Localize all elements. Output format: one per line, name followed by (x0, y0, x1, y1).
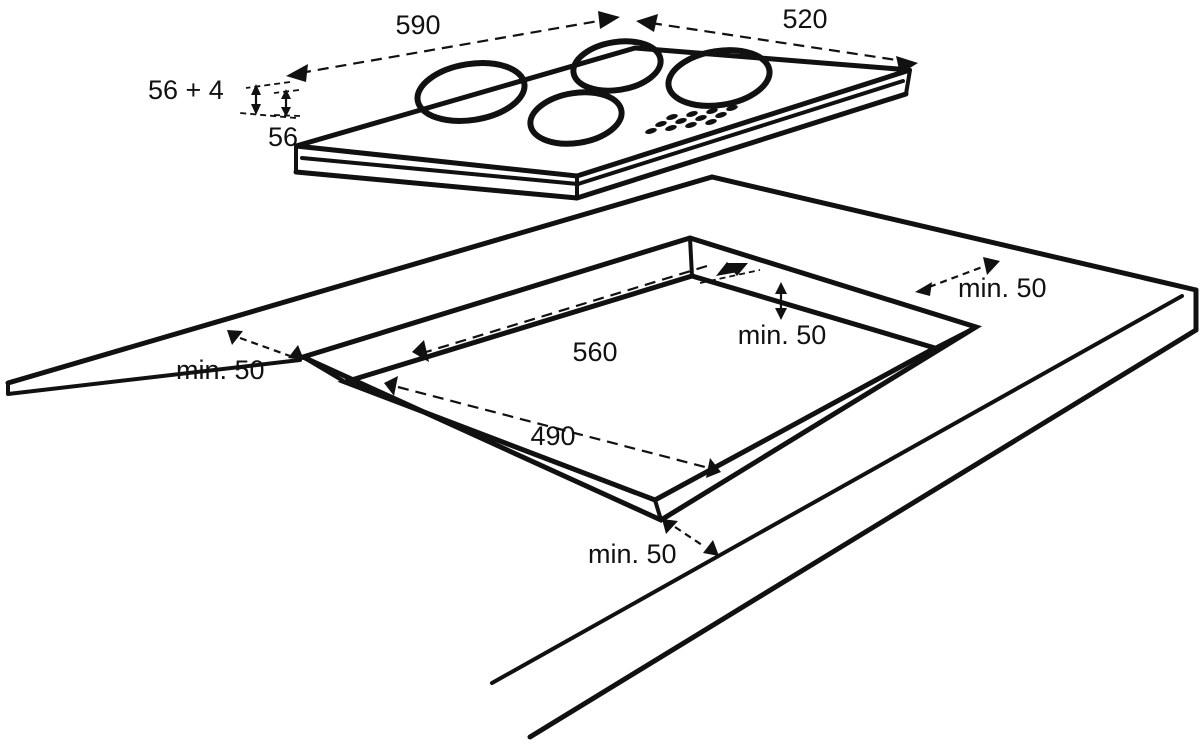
label-clearance-front: min. 50 (588, 539, 677, 569)
dimension-hob-depth: 520 (636, 4, 918, 74)
cutout-group (295, 235, 983, 523)
arrow-head-520-left (636, 14, 658, 32)
hob-front-bottom-edge (293, 169, 580, 201)
arrow-head-490-right (706, 458, 721, 478)
arrow-head-clearance-right-lower (915, 282, 932, 296)
arrow-head-590-right (598, 11, 620, 29)
arrow-head-clearance-rear-marker (727, 263, 748, 276)
arrow-head-total-height-bottom (251, 104, 261, 115)
label-clearance-right: min. 50 (958, 273, 1047, 303)
label-590: 590 (395, 10, 440, 40)
hob-right-bottom-edge (574, 91, 909, 201)
countertop-front-face-upper-line (490, 294, 1184, 685)
countertop-front-right-edge (527, 327, 1199, 740)
ext-line-total-height-top (245, 81, 291, 89)
dim-line-590 (299, 18, 605, 75)
arrow-head-total-height-top (251, 84, 261, 95)
dim-line-clearance-right (928, 264, 986, 289)
arrow-head-520-right (896, 56, 918, 74)
arrow-head-clearance-left-upper (227, 330, 243, 345)
dimension-hob-width: 590 (286, 10, 620, 82)
cutout-rim-wall-rear (688, 236, 694, 278)
burner-ring-rear-left (570, 38, 664, 94)
hob-trim-strip-front (300, 156, 580, 186)
arrow-head-clearance-left-lower (288, 345, 304, 360)
arrow-head-590-left (286, 64, 308, 82)
control-panel-dots (645, 105, 738, 134)
arrow-head-clearance-front-upper (662, 519, 678, 534)
burner-ring-front-center (527, 89, 625, 147)
label-490: 490 (530, 421, 575, 451)
hob-trim-strip-right (576, 79, 905, 186)
cutout-rim-wall-front (653, 498, 663, 522)
dim-line-560 (425, 264, 708, 354)
cutout-rim-wall-right (933, 325, 978, 350)
ext-line-clearance-rear (699, 269, 761, 284)
label-56-plus-4: 56 + 4 (148, 75, 224, 105)
label-520: 520 (782, 4, 827, 34)
dim-line-clearance-front (674, 526, 706, 548)
arrow-head-490-left (384, 376, 398, 396)
burner-ring-front-left (414, 60, 528, 124)
arrow-head-clearance-rear-top (775, 282, 787, 294)
label-clearance-rear: min. 50 (738, 320, 827, 350)
burner-ring-rear-right (665, 47, 773, 109)
arrow-head-560-left (412, 340, 429, 362)
arrow-head-clearance-front-lower (703, 540, 719, 556)
cutout-rim-wall-left (301, 355, 347, 384)
countertop-left-outer-edge (6, 358, 302, 396)
hob-right-corner-thickness-edge (904, 68, 912, 96)
dim-line-clearance-left (239, 336, 291, 358)
label-clearance-left: min. 50 (176, 355, 265, 385)
dimension-hob-total-height: 56 + 4 (148, 75, 297, 119)
label-560: 560 (572, 337, 617, 367)
clearance-rear-group: min. 50 (699, 263, 827, 350)
hob-group (293, 38, 912, 201)
arrow-head-body-height-bottom (281, 107, 291, 117)
dimension-cutout-width: 560 (412, 262, 738, 367)
hob-top-surface (295, 45, 911, 179)
dimension-hob-body-height: 56 (268, 89, 301, 152)
clearance-front-group: min. 50 (588, 519, 719, 569)
countertop-group (5, 174, 1199, 740)
arrow-head-clearance-rear-bottom (775, 308, 787, 320)
clearance-left-group: min. 50 (176, 330, 304, 385)
arrow-head-body-height-top (281, 89, 291, 99)
arrow-head-clearance-right-upper (983, 257, 1000, 275)
label-56: 56 (268, 122, 298, 152)
cutout-inner-opening (337, 273, 942, 503)
countertop-top-surface-edge (5, 174, 1199, 386)
clearance-right-group: min. 50 (915, 257, 1047, 303)
dim-line-520 (650, 21, 904, 63)
arrow-head-560-rear (716, 262, 738, 276)
dimension-cutout-depth: 490 (384, 376, 721, 478)
